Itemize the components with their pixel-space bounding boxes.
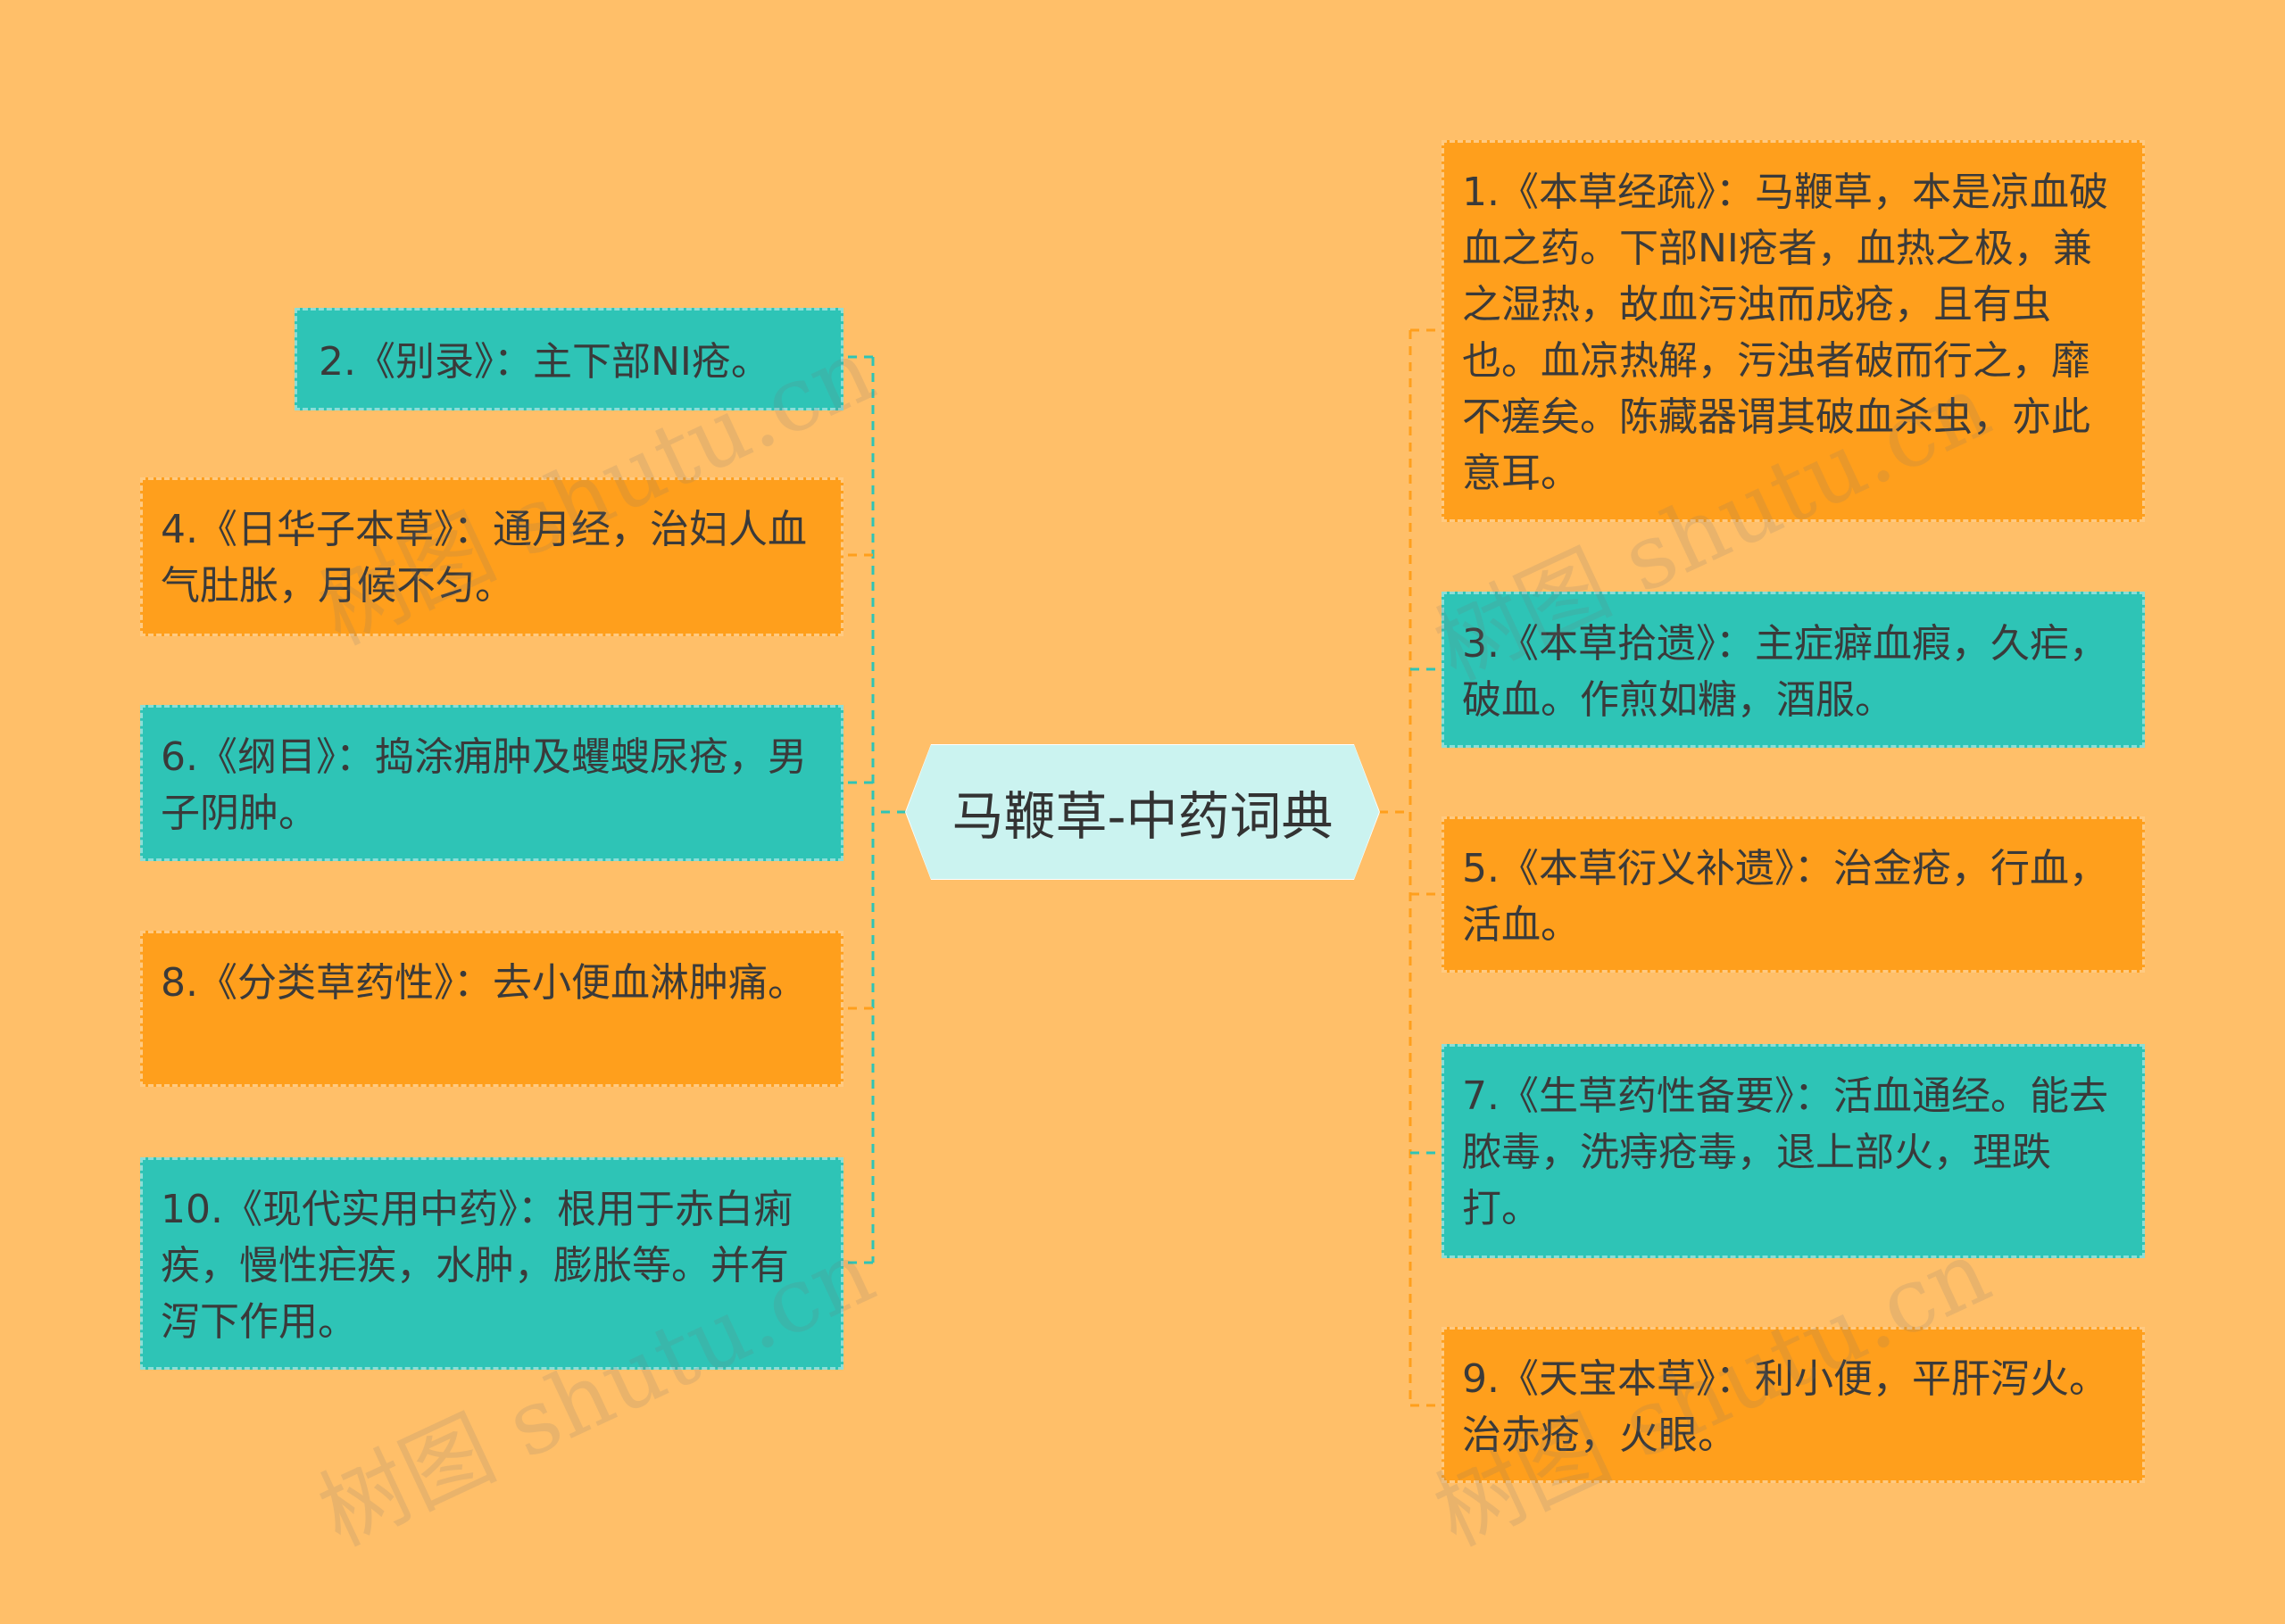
- left-node-3[interactable]: 6.《纲目》：捣涂痈肿及蠼螋尿疮，男子阴肿。: [140, 705, 843, 861]
- center-topic[interactable]: 马鞭草-中药词典: [906, 745, 1379, 879]
- node-text: 8.《分类草药性》：去小便血淋肿痛。: [161, 960, 807, 1006]
- right-node-2[interactable]: 3.《本草拾遗》：主症癖血瘕，久疟，破血。作煎如糖，酒服。: [1442, 592, 2145, 748]
- node-text: 1.《本草经疏》：马鞭草，本是凉血破血之药。下部NI疮者，血热之极，兼之湿热，故…: [1462, 170, 2108, 496]
- node-text: 2.《别录》：主下部NI疮。: [319, 339, 770, 385]
- center-topic-label: 马鞭草-中药词典: [951, 786, 1334, 847]
- left-node-5[interactable]: 10.《现代实用中药》：根用于赤白痢疾，慢性疟疾，水肿，膨胀等。并有泻下作用。: [140, 1157, 843, 1370]
- right-node-4[interactable]: 7.《生草药性备要》：活血通经。能去脓毒，洗痔疮毒，退上部火，理跌打。: [1442, 1044, 2145, 1258]
- node-text: 5.《本草衍义补遗》：治金疮，行血，活血。: [1462, 846, 2108, 948]
- node-text: 7.《生草药性备要》：活血通经。能去脓毒，洗痔疮毒，退上部火，理跌打。: [1462, 1073, 2108, 1231]
- node-text: 6.《纲目》：捣涂痈肿及蠼螋尿疮，男子阴肿。: [161, 734, 807, 836]
- right-node-5[interactable]: 9.《天宝本草》：利小便，平肝泻火。治赤疮，火眼。: [1442, 1327, 2145, 1483]
- left-node-1[interactable]: 2.《别录》：主下部NI疮。: [295, 308, 843, 410]
- node-text: 10.《现代实用中药》：根用于赤白痢疾，慢性疟疾，水肿，膨胀等。并有泻下作用。: [161, 1187, 793, 1345]
- node-text: 9.《天宝本草》：利小便，平肝泻火。治赤疮，火眼。: [1462, 1356, 2108, 1458]
- left-node-4[interactable]: 8.《分类草药性》：去小便血淋肿痛。: [140, 931, 843, 1087]
- left-node-2[interactable]: 4.《日华子本草》：通月经，治妇人血气肚胀，月候不匀。: [140, 477, 843, 636]
- node-text: 4.《日华子本草》：通月经，治妇人血气肚胀，月候不匀。: [161, 507, 807, 609]
- node-text: 3.《本草拾遗》：主症癖血瘕，久疟，破血。作煎如糖，酒服。: [1462, 621, 2108, 723]
- right-node-3[interactable]: 5.《本草衍义补遗》：治金疮，行血，活血。: [1442, 816, 2145, 973]
- right-node-1[interactable]: 1.《本草经疏》：马鞭草，本是凉血破血之药。下部NI疮者，血热之极，兼之湿热，故…: [1442, 140, 2145, 522]
